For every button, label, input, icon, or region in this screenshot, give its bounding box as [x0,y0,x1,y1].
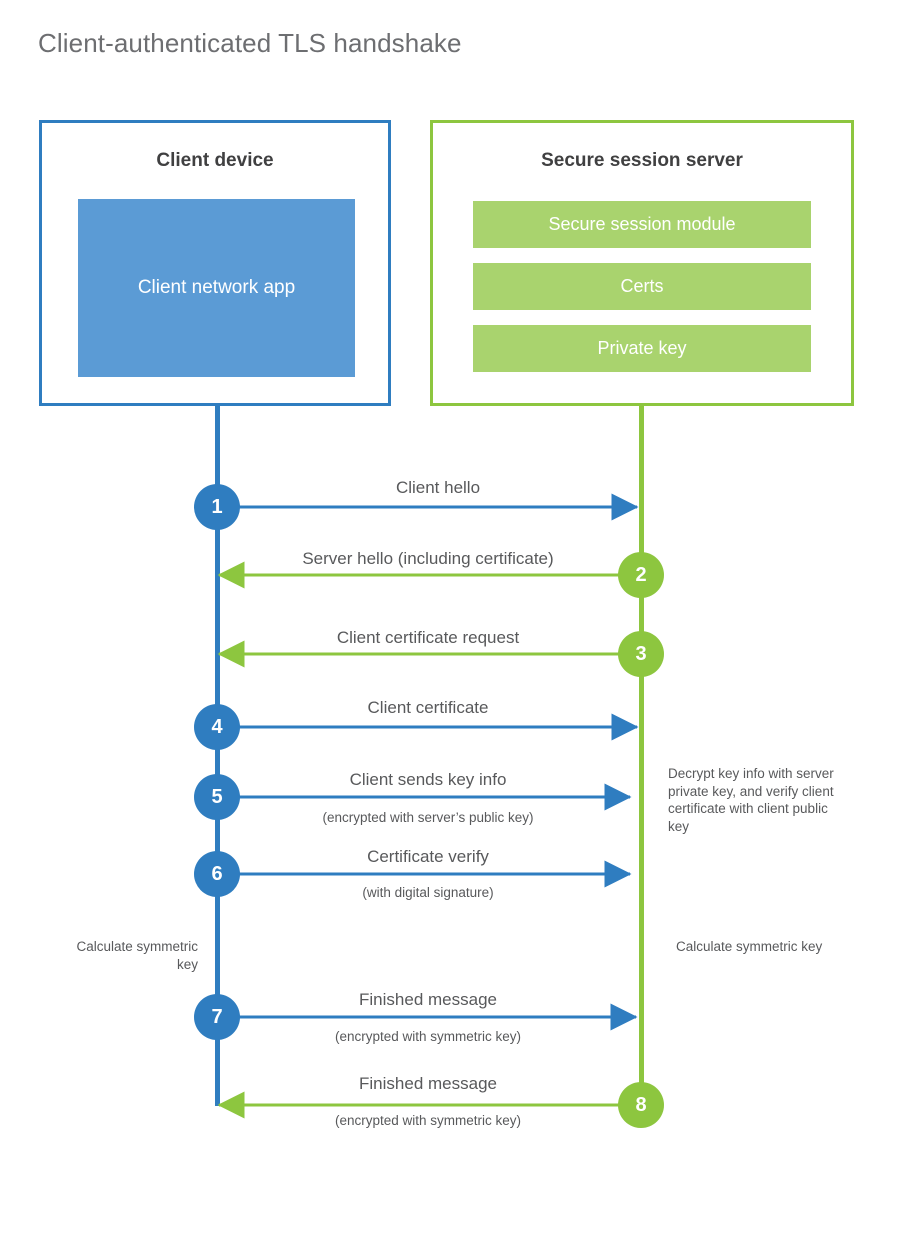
server-calculate-symmetric-key-note: Calculate symmetric key [676,939,823,954]
message-label-1: Client hello [395,478,481,497]
server-lifeline [639,406,644,1106]
message-label-6: Certificate verify [367,847,489,866]
client-device-title: Client device [156,150,274,171]
client-device-box: Client device Client network app [39,120,391,406]
step-circle-5[interactable]: 5 [194,774,240,820]
secure-session-server-title: Secure session server [541,150,743,171]
step-circle-4[interactable]: 4 [194,704,240,750]
message-label-3: Client certificate request [336,628,520,647]
message-label-8: Finished message [359,1074,497,1093]
step-circle-2[interactable]: 2 [618,552,664,598]
client-network-app-box: Client network app [78,199,355,377]
client-lifeline [215,406,220,1106]
step-circle-3[interactable]: 3 [618,631,664,677]
server-module-certs: Certs [473,263,811,310]
step-circle-1[interactable]: 1 [194,484,240,530]
message-sublabel-6: (with digital signature) [362,885,494,900]
message-sublabel-5: (encrypted with server’s public key) [322,810,534,825]
message-label-7: Finished message [359,990,497,1009]
message-sublabel-7: (encrypted with symmetric key) [334,1029,522,1044]
server-module-secure-session-module: Secure session module [473,201,811,248]
step-circle-6[interactable]: 6 [194,851,240,897]
server-module-private-key: Private key [473,325,811,372]
message-label-4: Client certificate [367,698,489,717]
server-decrypt-note: Decrypt key info with server private key… [668,766,834,834]
client-calculate-symmetric-key-note: Calculate symmetric key [76,939,198,972]
step-circle-7[interactable]: 7 [194,994,240,1040]
step-circle-8[interactable]: 8 [618,1082,664,1128]
message-label-5: Client sends key info [349,770,507,789]
message-label-2: Server hello (including certificate) [302,549,554,568]
secure-session-server-box: Secure session server Secure session mod… [430,120,854,406]
message-sublabel-8: (encrypted with symmetric key) [334,1113,522,1128]
page-title: Client-authenticated TLS handshake [38,28,462,58]
